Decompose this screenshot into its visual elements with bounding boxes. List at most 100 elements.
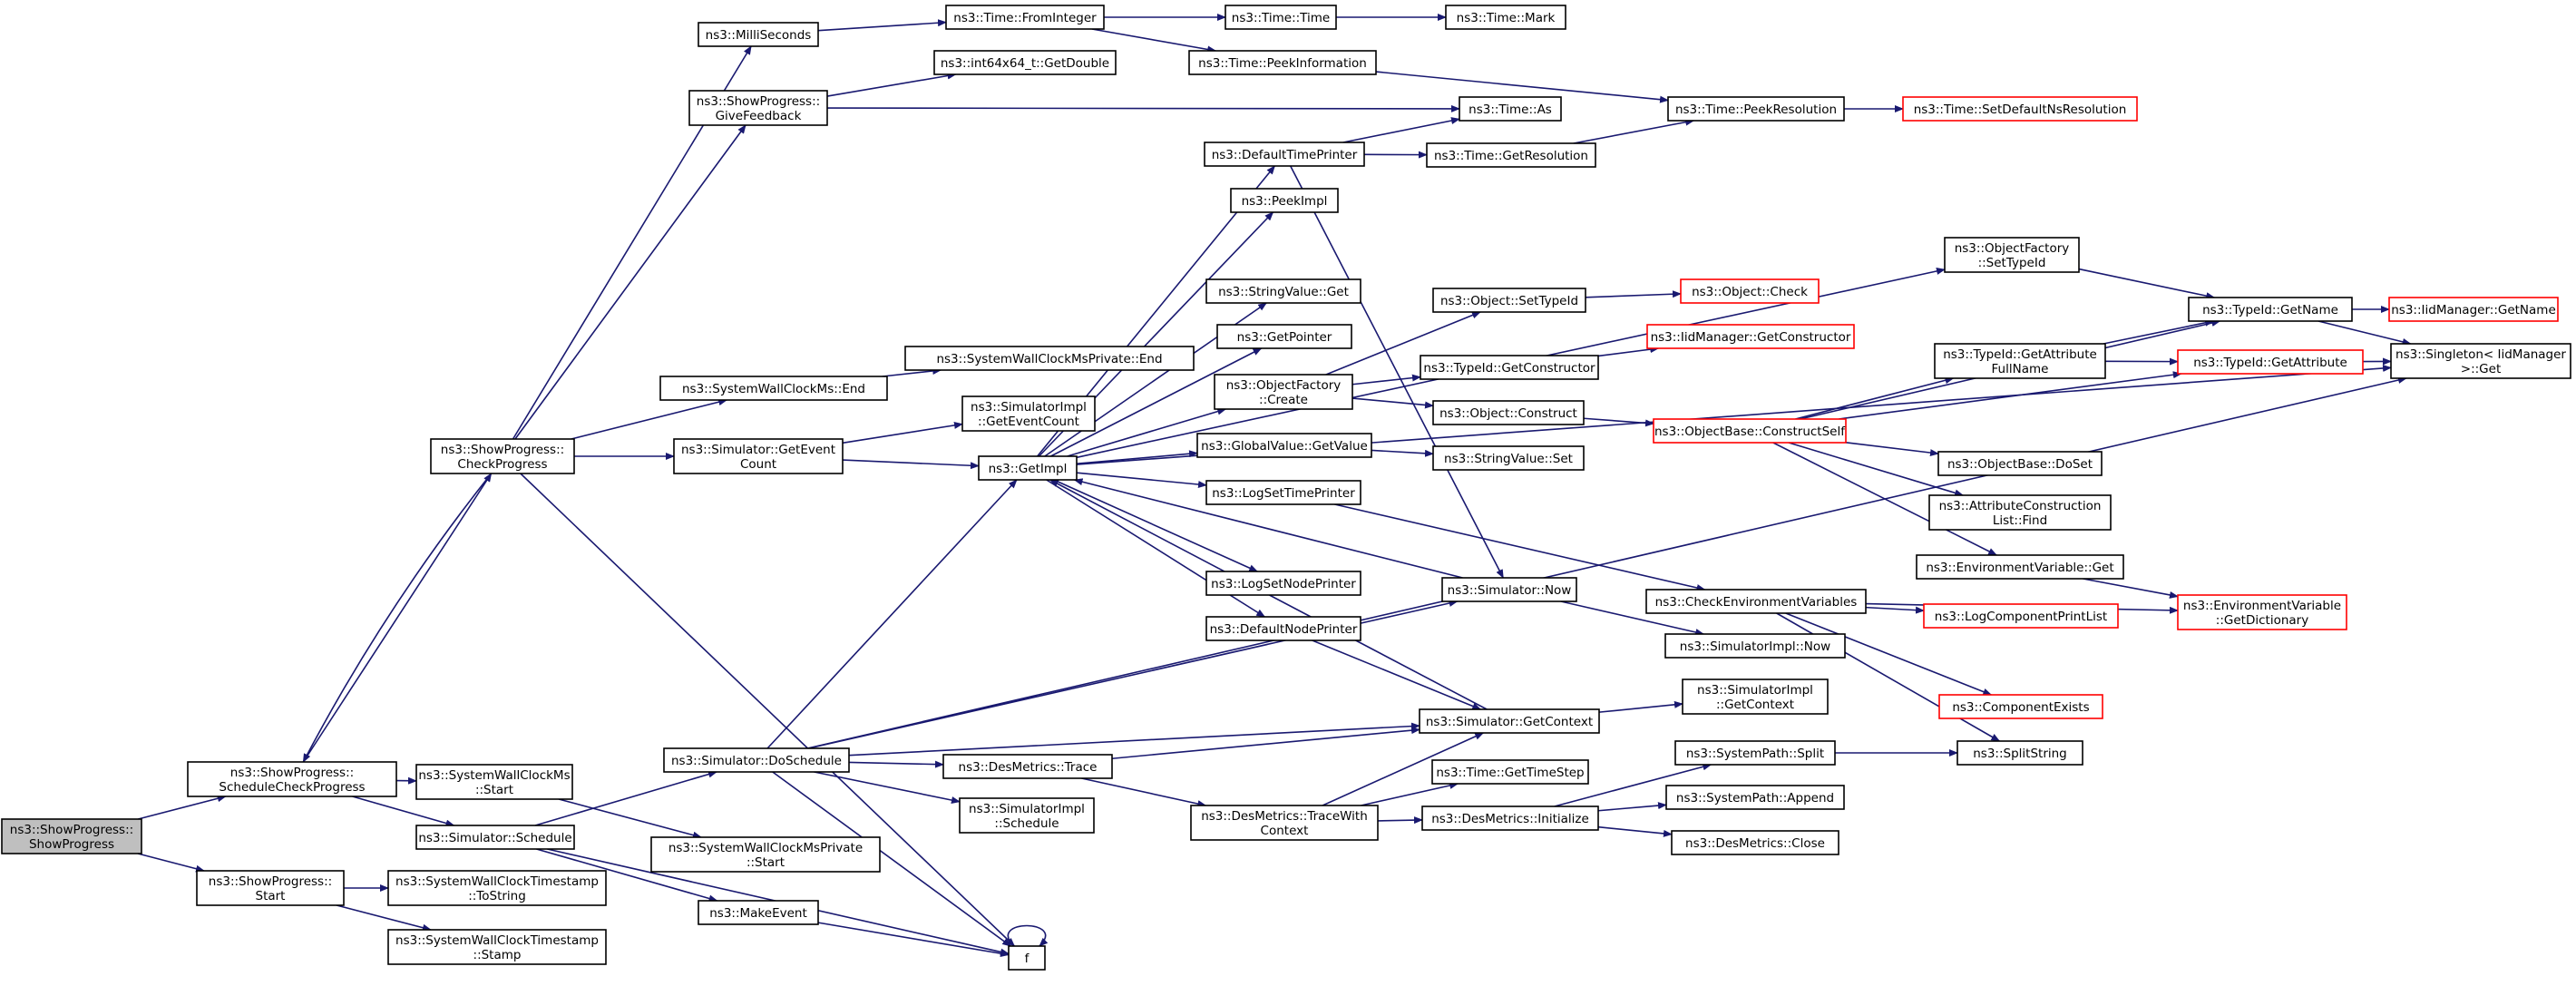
node-objcheck[interactable]: ns3::Object::Check (1680, 278, 1820, 304)
node-stamp[interactable]: ns3::SystemWallClockTimestamp::Stamp (387, 929, 607, 965)
node-time[interactable]: ns3::Time::Time (1225, 5, 1337, 30)
node-label-makeevent: ns3::MakeEvent (709, 906, 807, 921)
node-implctx[interactable]: ns3::SimulatorImpl::GetContext (1682, 678, 1829, 715)
node-label-iidgetname: ns3::IidManager::GetName (2391, 303, 2556, 317)
node-logsnp[interactable]: ns3::LogSetNodePrinter (1205, 571, 1361, 596)
node-envdict[interactable]: ns3::EnvironmentVariable::GetDictionary (2177, 594, 2347, 630)
node-label-simsched: ns3::Simulator::Schedule (418, 831, 571, 845)
node-tostring[interactable]: ns3::SystemWallClockTimestamp::ToString (387, 870, 607, 906)
node-mark[interactable]: ns3::Time::Mark (1445, 5, 1566, 30)
node-label-singleton: ns3::Singleton< IidManager (2395, 347, 2566, 362)
edge-getctor-to-iidgetctor (1597, 346, 1660, 357)
node-splitstr[interactable]: ns3::SplitString (1956, 740, 2083, 766)
node-spappend[interactable]: ns3::SystemPath::Append (1665, 785, 1845, 810)
node-peekimpl[interactable]: ns3::PeekImpl (1230, 188, 1339, 213)
edge-gattrfull-to-tidgetname (2103, 318, 2215, 345)
node-setypeid[interactable]: ns3::Object::SetTypeId (1432, 288, 1586, 313)
node-spsplit[interactable]: ns3::SystemPath::Split (1674, 740, 1836, 766)
node-millisec[interactable]: ns3::MilliSeconds (698, 22, 819, 47)
node-spstart[interactable]: ns3::ShowProgress::Start (196, 870, 345, 906)
node-privstart[interactable]: ns3::SystemWallClockMsPrivate::Start (650, 836, 881, 873)
node-getimpl[interactable]: ns3::GetImpl (978, 455, 1078, 481)
node-label-strset: ns3::StringValue::Set (1444, 452, 1573, 466)
edge-getimpl-to-logsnp (1053, 479, 1259, 572)
node-construct[interactable]: ns3::ObjectBase::ConstructSelf (1653, 418, 1847, 444)
node-tidgetattr[interactable]: ns3::TypeId::GetAttribute (2177, 349, 2364, 375)
node-makeevent[interactable]: ns3::MakeEvent (698, 900, 819, 925)
node-singleton[interactable]: ns3::Singleton< IidManager >::Get (2390, 343, 2571, 379)
node-box-construct (1653, 418, 1847, 444)
node-defnp[interactable]: ns3::DefaultNodePrinter (1205, 616, 1361, 641)
node-schedcheck[interactable]: ns3::ShowProgress::ScheduleCheckProgress (187, 761, 397, 797)
node-box-strset (1432, 445, 1585, 471)
node-label-dmtrace: ns3::DesMetrics::Trace (959, 760, 1098, 775)
node-compexists[interactable]: ns3::ComponentExists (1938, 694, 2103, 719)
node-simnow[interactable]: ns3::Simulator::Now (1441, 577, 1577, 602)
node-wallstart[interactable]: ns3::SystemWallClockMs::Start (415, 764, 573, 800)
node-implsched[interactable]: ns3::SimulatorImpl::Schedule (959, 797, 1095, 834)
node-getctor[interactable]: ns3::TypeId::GetConstructor (1420, 355, 1599, 380)
node-f[interactable]: f (1008, 945, 1046, 971)
node-label-privend: ns3::SystemWallClockMsPrivate::End (936, 352, 1162, 366)
node-ofsettid[interactable]: ns3::ObjectFactory::SetTypeId (1944, 237, 2080, 273)
edge-checkenv-to-logcpl (1865, 606, 1925, 614)
node-getdouble[interactable]: ns3::int64x64_t::GetDouble (933, 50, 1117, 75)
node-label-f: f (1025, 952, 1030, 966)
node-dmtrace[interactable]: ns3::DesMetrics::Trace (942, 754, 1113, 779)
node-tas[interactable]: ns3::Time::As (1459, 96, 1562, 122)
node-doschedule[interactable]: ns3::Simulator::DoSchedule (663, 747, 850, 773)
edge-ofcreate-to-getctor (1351, 374, 1421, 386)
node-checkprog[interactable]: ns3::ShowProgress::CheckProgress (430, 438, 575, 474)
edge-doschedule-to-singleton (806, 376, 2407, 749)
node-getres[interactable]: ns3::Time::GetResolution (1426, 142, 1596, 168)
node-logstp[interactable]: ns3::LogSetTimePrinter (1205, 480, 1361, 505)
node-implcount[interactable]: ns3::SimulatorImpl::GetEventCount (961, 395, 1096, 432)
node-dminit[interactable]: ns3::DesMetrics::Initialize (1421, 805, 1599, 831)
node-label-gvget: ns3::GlobalValue::GetValue (1201, 439, 1368, 454)
node-wallend[interactable]: ns3::SystemWallClockMs::End (659, 376, 888, 401)
node-peekres[interactable]: ns3::Time::PeekResolution (1667, 96, 1845, 122)
edge-dmtrace-to-tracectx (1081, 777, 1207, 807)
node-envget[interactable]: ns3::EnvironmentVariable::Get (1916, 554, 2124, 580)
node-iidgetctor[interactable]: ns3::IidManager::GetConstructor (1646, 324, 1855, 349)
node-box-getres (1426, 142, 1596, 168)
edge-fromint-to-peekinfo (1091, 28, 1217, 54)
node-iidgetname[interactable]: ns3::IidManager::GetName (2388, 297, 2559, 322)
node-box-setypeid (1432, 288, 1586, 313)
node-dosetobj[interactable]: ns3::ObjectBase::DoSet (1937, 451, 2103, 476)
node-label-attrfind: List::Find (1993, 513, 2047, 528)
node-privend[interactable]: ns3::SystemWallClockMsPrivate::End (904, 346, 1195, 371)
node-geteventcount[interactable]: ns3::Simulator::GetEventCount (673, 438, 844, 474)
node-checkenv[interactable]: ns3::CheckEnvironmentVariables (1645, 589, 1867, 614)
node-setdefres[interactable]: ns3::Time::SetDefaultNsResolution (1902, 96, 2138, 122)
node-fromint[interactable]: ns3::Time::FromInteger (945, 5, 1105, 30)
node-objconstruct[interactable]: ns3::Object::Construct (1432, 400, 1585, 425)
node-peekinfo[interactable]: ns3::Time::PeekInformation (1188, 50, 1377, 75)
node-tidgetname[interactable]: ns3::TypeId::GetName (2188, 297, 2353, 322)
node-label-gattrfull: ns3::TypeId::GetAttribute (1943, 347, 2097, 362)
node-simsched[interactable]: ns3::Simulator::Schedule (415, 825, 575, 850)
node-label-ofsettid: ns3::ObjectFactory (1955, 241, 2070, 256)
node-simgetctx[interactable]: ns3::Simulator::GetContext (1419, 708, 1600, 734)
node-label-dminit: ns3::DesMetrics::Initialize (1431, 812, 1589, 826)
node-box-implsched (959, 797, 1095, 834)
node-strget[interactable]: ns3::StringValue::Get (1205, 278, 1361, 304)
node-givefb[interactable]: ns3::ShowProgress::GiveFeedback (688, 90, 828, 126)
node-label-envget: ns3::EnvironmentVariable::Get (1926, 561, 2113, 575)
node-timestep[interactable]: ns3::Time::GetTimeStep (1431, 759, 1589, 785)
node-implnow[interactable]: ns3::SimulatorImpl::Now (1664, 633, 1846, 659)
node-gvget[interactable]: ns3::GlobalValue::GetValue (1196, 433, 1372, 458)
node-label-spstart: Start (256, 889, 286, 903)
node-dmclose[interactable]: ns3::DesMetrics::Close (1671, 830, 1839, 855)
node-deftp[interactable]: ns3::DefaultTimePrinter (1204, 142, 1365, 167)
node-strset[interactable]: ns3::StringValue::Set (1432, 445, 1585, 471)
node-getptr[interactable]: ns3::GetPointer (1216, 324, 1352, 349)
edge-checkprog-to-schedcheck (302, 473, 493, 763)
node-label-ofsettid: ::SetTypeId (1978, 256, 2046, 270)
node-ofcreate[interactable]: ns3::ObjectFactory::Create (1214, 374, 1353, 410)
node-label-timestep: ns3::Time::GetTimeStep (1436, 766, 1584, 780)
node-logcpl[interactable]: ns3::LogComponentPrintList (1923, 603, 2119, 629)
